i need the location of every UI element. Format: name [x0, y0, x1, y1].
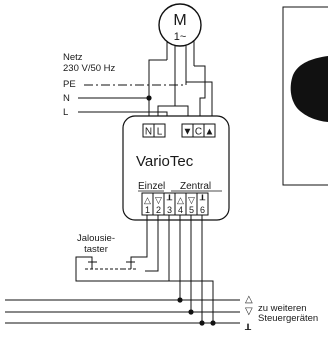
- switch-label-line2: taster: [84, 244, 108, 255]
- variotec-device: N L ▼ C ▲ VarioTec Einzel Zentral △ ▽: [122, 115, 230, 221]
- terminal-up: [203, 123, 216, 138]
- terminal-2-number: 2: [156, 205, 161, 215]
- bottom-terminals: △ ▽ ┸ △ ▽ ┸ 1 2 3 4 5 6: [141, 192, 209, 216]
- supply-label-1: Netz: [63, 52, 83, 63]
- terminal-up-label: ▲: [205, 127, 215, 138]
- terminal-5-number: 5: [189, 205, 194, 215]
- group-single-label: Einzel: [138, 181, 165, 192]
- top-terminals: N L ▼ C ▲: [142, 123, 216, 138]
- motor-leads: [166, 41, 195, 106]
- device-name: VarioTec: [136, 153, 194, 170]
- terminal-3-symbol: ┸: [166, 194, 173, 205]
- supply: Netz 230 V/50 Hz PE N L: [63, 52, 187, 118]
- bus-up-text: zu weiteren: [258, 303, 307, 314]
- switch-symbol: [85, 261, 138, 270]
- bus-common-symbol: ┸: [244, 323, 252, 335]
- motor: M 1~: [158, 3, 202, 47]
- terminal-l-label: L: [157, 127, 163, 138]
- terminal-1-number: 1: [145, 205, 150, 215]
- motor-letter: M: [173, 12, 186, 29]
- group-central-label: Zentral: [180, 181, 211, 192]
- n-node: [146, 95, 152, 101]
- terminal-l: [153, 123, 166, 138]
- supply-l-label: L: [63, 107, 68, 118]
- terminal-wires: [75, 215, 214, 323]
- supply-n-label: N: [63, 93, 70, 104]
- motor-circle: [158, 3, 202, 47]
- terminal-4-symbol: △: [177, 195, 184, 205]
- bus-down-symbol: ▽: [245, 306, 253, 317]
- terminal-c-label: C: [195, 127, 202, 138]
- bus-legend: △ zu weiteren ▽ Steuergeräten ┸: [244, 294, 318, 336]
- blind-switch: Jalousie- taster: [77, 233, 138, 270]
- terminal-5-symbol: ▽: [188, 195, 195, 205]
- switch-label-line1: Jalousie-: [77, 233, 115, 244]
- bus-down-text: Steuergeräten: [258, 313, 318, 324]
- terminal-4-number: 4: [178, 205, 183, 215]
- terminal-n-label: N: [145, 127, 152, 138]
- motor-phase: 1~: [174, 31, 187, 43]
- terminal-6-number: 6: [200, 205, 205, 215]
- terminal-2-symbol: ▽: [155, 195, 162, 205]
- terminal-1-symbol: △: [144, 195, 151, 205]
- illustration-panel: [282, 6, 328, 186]
- bus-nodes: [177, 297, 216, 326]
- terminal-3-number: 3: [167, 205, 172, 215]
- terminal-down-label: ▼: [183, 127, 193, 138]
- supply-label-2: 230 V/50 Hz: [63, 63, 116, 74]
- terminal-6-symbol: ┸: [199, 194, 206, 205]
- bus-lines: [5, 299, 240, 324]
- supply-pe-label: PE: [63, 79, 76, 90]
- hand-illustration: [290, 56, 328, 122]
- bus-up-symbol: △: [245, 294, 253, 305]
